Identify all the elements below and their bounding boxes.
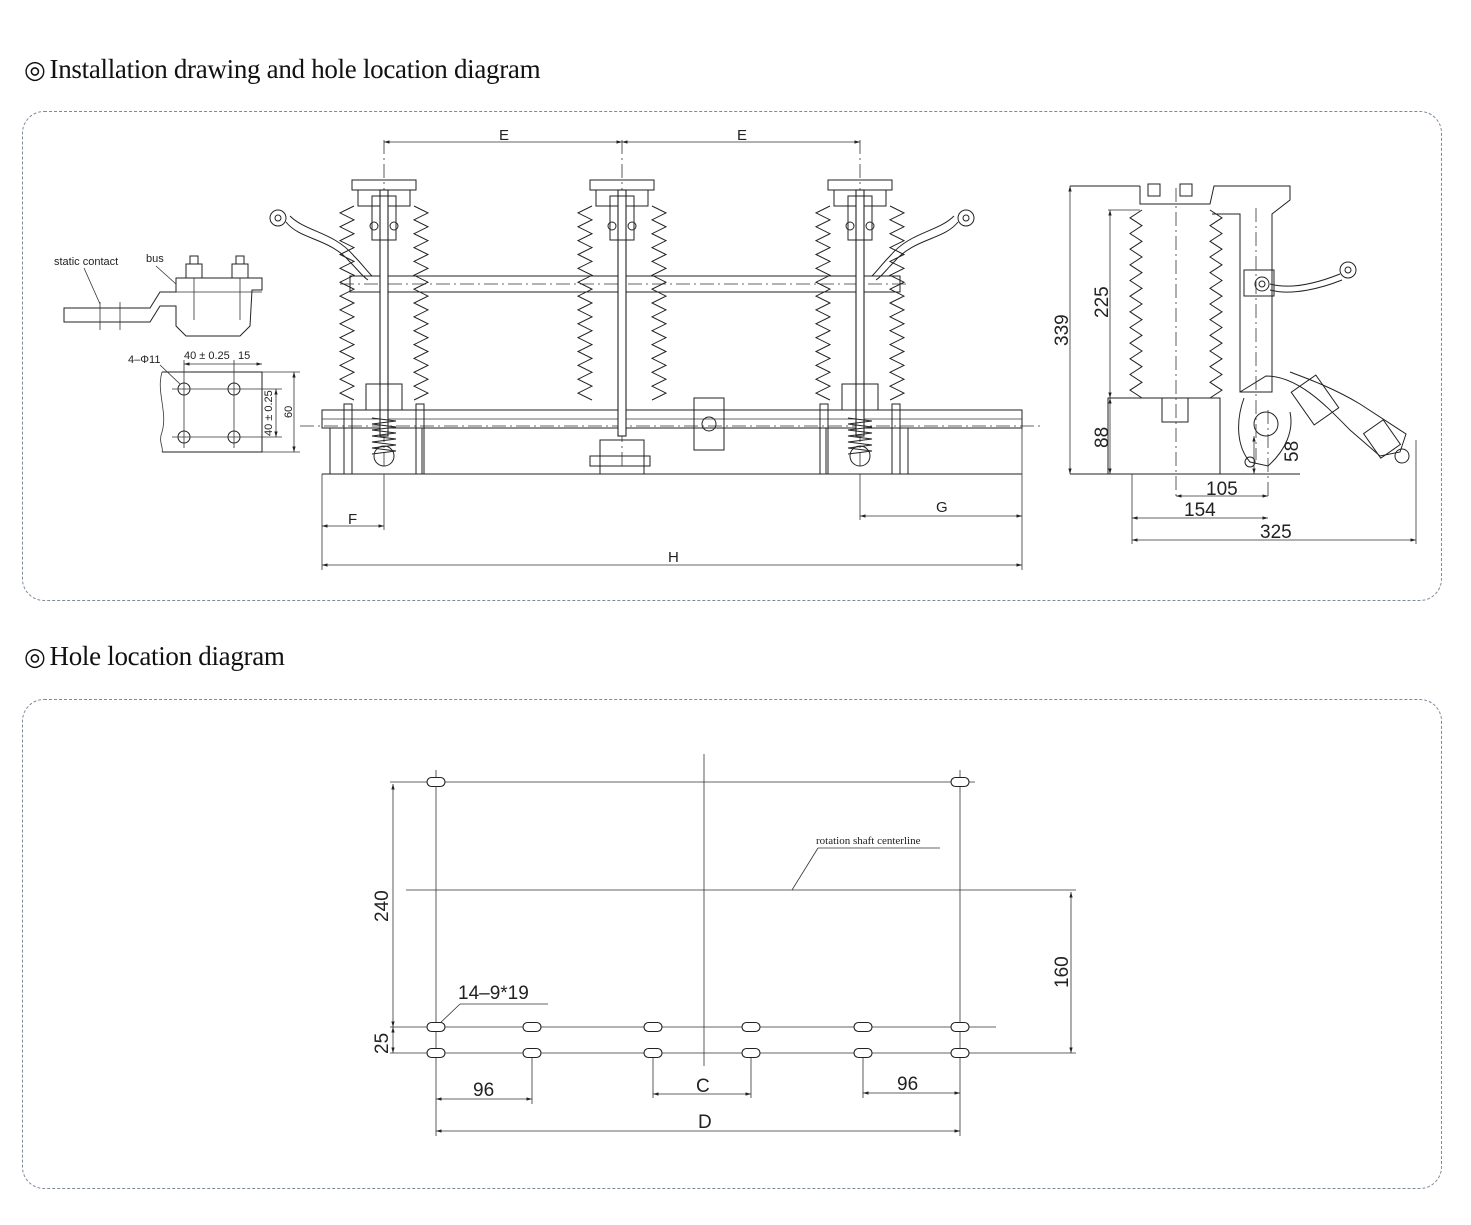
slot-hole [426,1021,446,1033]
holes-label: 14–9*19 [458,983,529,1004]
dim-H: H [668,549,679,566]
slot-hole [426,776,446,788]
dim-G: G [936,499,948,516]
slot-hole [853,1047,873,1059]
dim-154: 154 [1184,500,1216,521]
dim-D: D [698,1112,712,1133]
section-title-text: Installation drawing and hole location d… [49,54,541,84]
dim-325: 325 [1260,522,1292,543]
slot-hole [853,1021,873,1033]
double-circle-icon: ◎ [24,644,46,671]
holes-label: 4–Φ11 [128,354,160,366]
dim-240: 240 [372,890,393,922]
dim-E-left: E [499,127,509,144]
dim-160: 160 [1052,956,1073,988]
dim-F: F [348,511,357,528]
slot-hole [950,1021,970,1033]
shaft-centerline-label: rotation shaft centerline [816,835,921,847]
slot-hole [741,1021,761,1033]
slot-hole [950,776,970,788]
section-title-hole-location: ◎Hole location diagram [24,641,285,672]
slot-hole [643,1047,663,1059]
front-view: E E F G H [269,127,1040,570]
pitch-label: 40 ± 0.25 [184,350,230,362]
vpitch-label: 40 ± 0.25 [263,390,275,436]
slot-hole [741,1047,761,1059]
dim-96-left: 96 [473,1080,494,1101]
dim-105: 105 [1206,479,1238,500]
static-contact-label: static contact [54,256,118,268]
slot-hole [643,1021,663,1033]
edge-label: 15 [238,350,250,362]
dim-E-right: E [737,127,747,144]
section-title-installation: ◎Installation drawing and hole location … [24,54,541,85]
side-insulator [1129,209,1223,399]
hole-location-panel [22,699,1442,1189]
slot-hole [522,1021,542,1033]
section-title-text: Hole location diagram [49,641,285,671]
insulator-pole-2 [576,179,668,437]
dim-C: C [696,1076,710,1097]
slot-hole [522,1047,542,1059]
insulator-pole-1 [338,179,430,475]
dim-88: 88 [1092,427,1113,448]
plate-hole-detail: 4–Φ11 40 ± 0.25 15 40 ± 0.25 60 [128,350,300,453]
dim-96-right: 96 [897,1074,918,1095]
installation-drawing-panel [22,111,1442,601]
dim-58: 58 [1282,441,1303,462]
slot-hole [426,1047,446,1059]
static-contact-detail: static contact bus [54,253,263,337]
dim-225: 225 [1092,286,1113,318]
insulator-pole-3 [814,179,906,475]
dim-25: 25 [372,1033,393,1054]
height-label: 60 [283,406,295,418]
slot-hole [950,1047,970,1059]
bus-label: bus [146,253,164,265]
hole-location-diagram: rotation shaft centerline 14–9*19 240 16… [372,754,1076,1136]
double-circle-icon: ◎ [24,57,46,84]
side-view: 339 225 88 58 105 154 325 [1052,183,1417,544]
dim-339: 339 [1052,314,1073,346]
